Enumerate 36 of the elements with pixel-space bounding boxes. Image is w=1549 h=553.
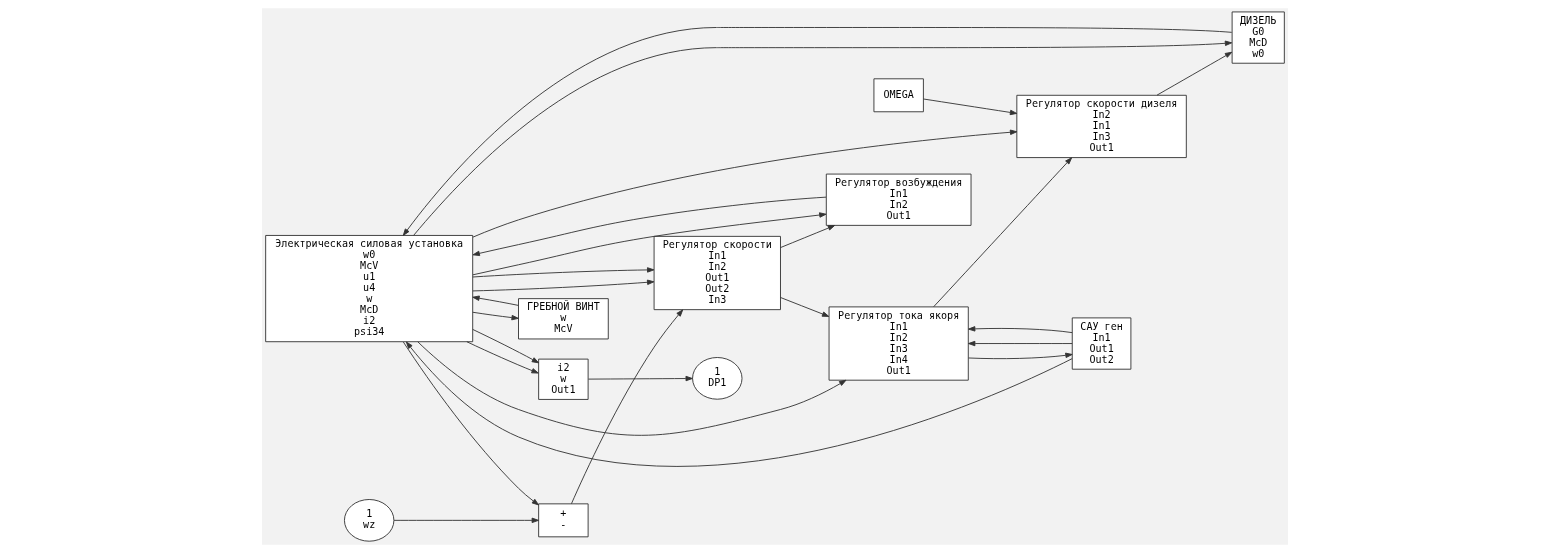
arrow — [1156, 51, 1232, 96]
arrow — [967, 340, 1073, 347]
node-box: САУ ген In1 Out1 Out2 — [1071, 317, 1131, 370]
arrow — [416, 341, 846, 436]
arrow — [967, 352, 1073, 360]
node-box: i2 w Out1 — [537, 358, 589, 400]
arrow — [779, 225, 835, 249]
arrow — [471, 311, 519, 321]
node-box: Электрическая силовая установка w0 McV u1 u4 w McD i2 psi34 — [264, 235, 473, 343]
arrow — [932, 157, 1072, 308]
arrow — [393, 517, 539, 524]
arrow — [472, 196, 827, 257]
arrow — [471, 267, 654, 278]
arrow — [570, 309, 683, 505]
node-box: ГРЕБНОЙ ВИНТ w McV — [517, 298, 609, 340]
arrow — [471, 295, 519, 306]
arrow — [922, 98, 1017, 116]
arrow — [779, 297, 829, 317]
node-box: Регулятор возбуждения In1 In2 Out1 — [825, 173, 971, 226]
node-ellipse: 1 wz — [343, 499, 394, 542]
arrow — [465, 341, 539, 374]
arrow — [472, 212, 827, 276]
arrow — [471, 329, 539, 364]
node-box: OMEGA — [873, 78, 924, 113]
arrow — [471, 279, 654, 292]
arrow — [472, 129, 1017, 238]
node-ellipse: 1 DP1 — [691, 357, 742, 400]
node-box: Регулятор скорости In1 In2 Out1 Out2 In3 — [653, 235, 781, 311]
node-box: + - — [537, 503, 589, 538]
arrow — [967, 326, 1073, 334]
arrow — [405, 341, 1073, 467]
node-box: Регулятор скорости дизеля In2 In1 In3 Out1 — [1015, 94, 1187, 159]
node-box: ДИЗЕЛЬ G0 McD w0 — [1231, 11, 1285, 64]
arrow — [587, 375, 693, 382]
node-box: Регулятор тока якоря In1 In2 In3 In4 Out1 — [828, 306, 969, 381]
arrow — [402, 341, 539, 506]
